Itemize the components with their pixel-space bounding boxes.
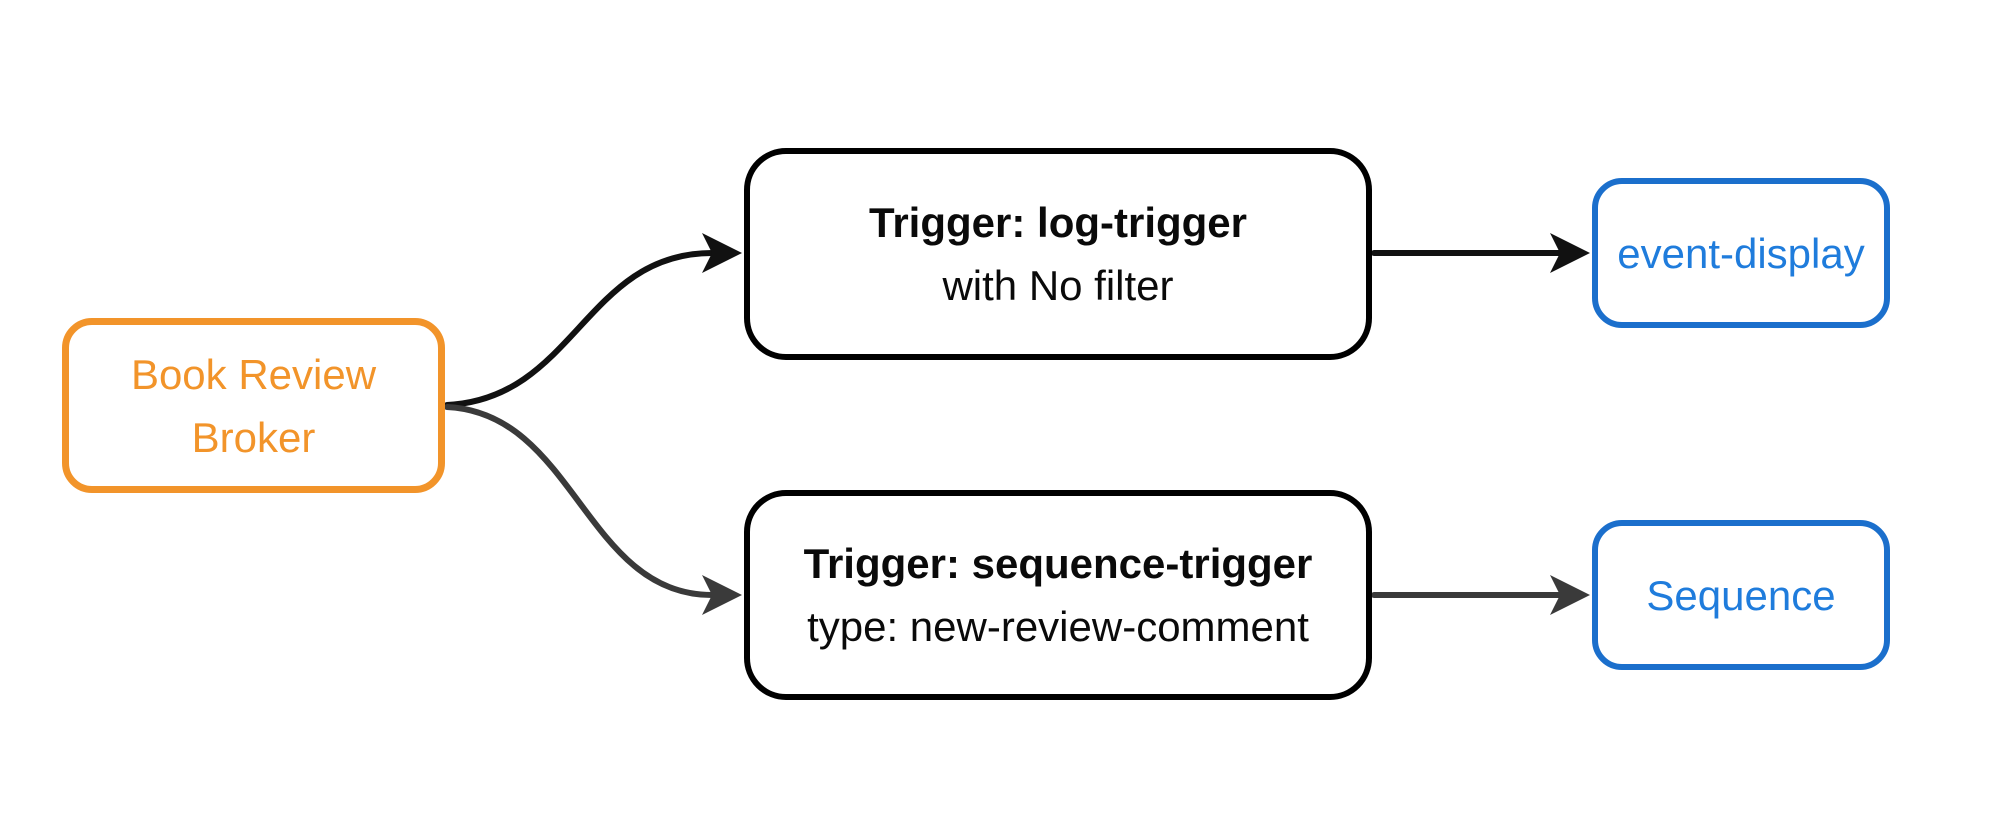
broker-label-line-2: Broker: [191, 413, 316, 461]
node-sequence-trigger: Trigger: sequence-trigger type: new-revi…: [744, 490, 1372, 700]
event-display-label: event-display: [1617, 229, 1865, 277]
sequence-label: Sequence: [1646, 571, 1836, 619]
log-trigger-subtitle: with No filter: [942, 262, 1174, 309]
node-broker: Book Review Broker: [62, 318, 445, 493]
arrowhead-icon: [702, 575, 742, 615]
sequence-trigger-subtitle: type: new-review-comment: [807, 603, 1309, 650]
arrowhead-icon: [1550, 575, 1590, 615]
edge-broker-to-sequence-trigger: [444, 404, 715, 598]
sequence-trigger-title: Trigger: sequence-trigger: [803, 540, 1313, 587]
log-trigger-title: Trigger: log-trigger: [869, 199, 1247, 246]
broker-label-line-1: Book Review: [130, 350, 377, 398]
node-sequence: Sequence: [1592, 520, 1890, 670]
edge-broker-to-log-trigger: [444, 250, 715, 408]
node-log-trigger: Trigger: log-trigger with No filter: [744, 148, 1372, 360]
arrowhead-icon: [702, 233, 742, 273]
node-event-display: event-display: [1592, 178, 1890, 328]
arrowhead-icon: [1550, 233, 1590, 273]
